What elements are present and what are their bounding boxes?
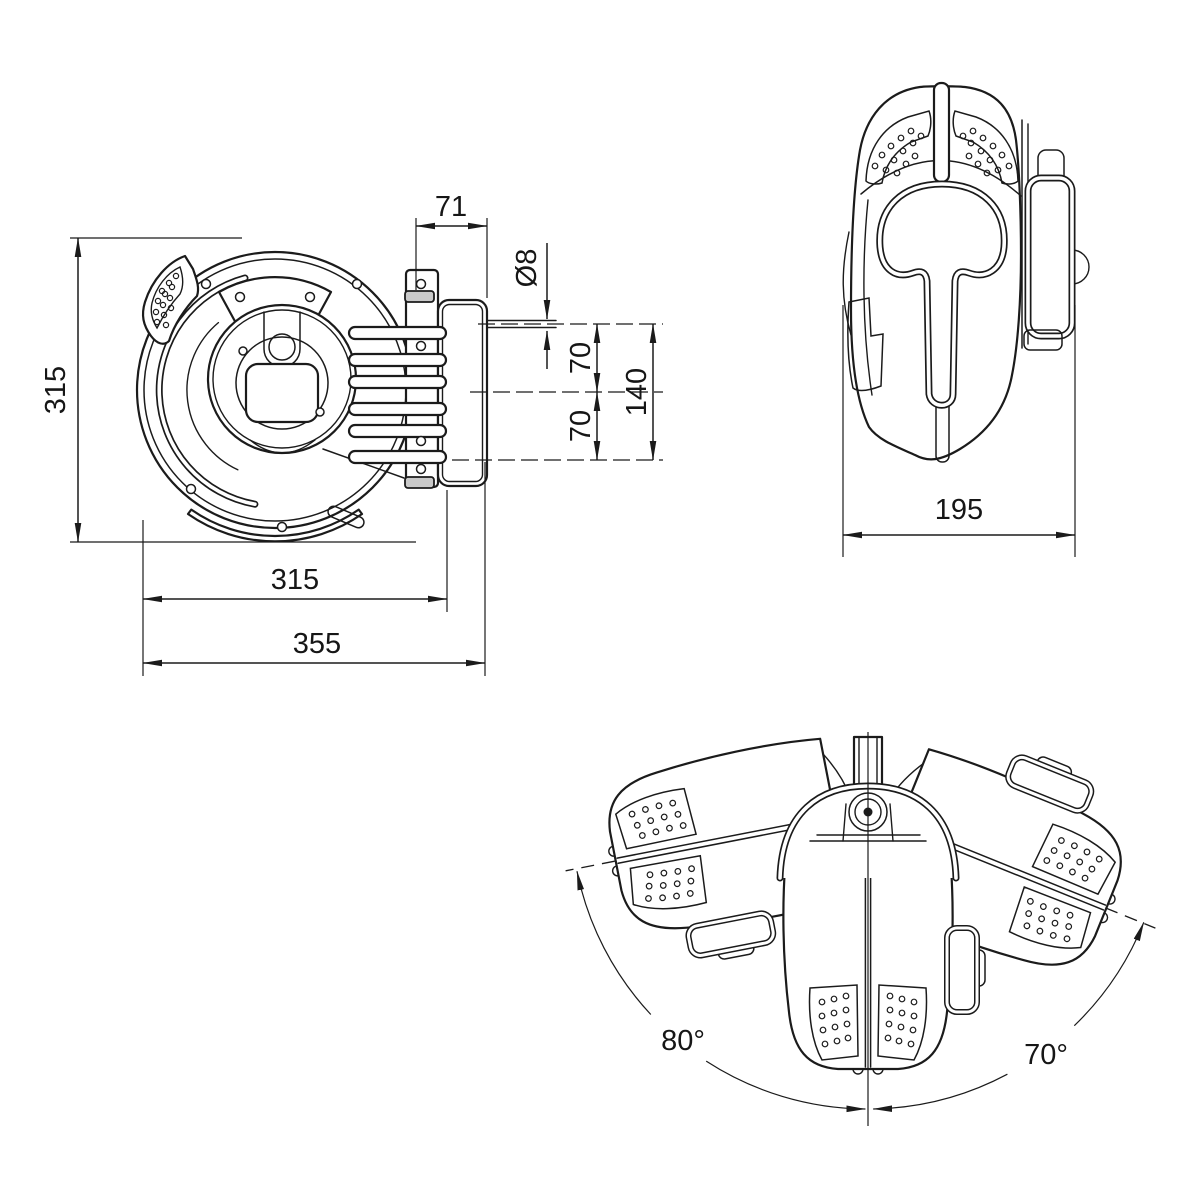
dim-label-body-width: 315 bbox=[271, 564, 319, 596]
swivel-view: 80° 70° bbox=[565, 708, 1156, 1126]
bracket-top-cap bbox=[404, 290, 435, 303]
dim-label-pitch-lower: 70 bbox=[565, 410, 597, 442]
dim-label-pitch-total: 140 bbox=[621, 368, 653, 416]
bottom-lip bbox=[186, 508, 364, 543]
hose-slot bbox=[327, 505, 365, 529]
swing-dimensions: 80° 70° bbox=[576, 870, 1145, 1113]
hub bbox=[206, 303, 358, 455]
vent-dots-right bbox=[959, 127, 1013, 177]
dim-label-overall-width: 355 bbox=[293, 628, 341, 660]
front-view: 315 71 Ø8 70 70 140 315 355 bbox=[40, 191, 663, 676]
vent-dots-left bbox=[871, 127, 925, 177]
wall-bracket bbox=[1024, 174, 1076, 340]
reel-disc bbox=[135, 250, 415, 543]
side-view: 195 bbox=[842, 81, 1090, 557]
vent-panel-right bbox=[952, 110, 1019, 185]
dim-label-pitch-upper: 70 bbox=[565, 342, 597, 374]
dim-label-height: 315 bbox=[40, 366, 72, 414]
seam-stem-top bbox=[932, 81, 951, 184]
guide-rollers bbox=[347, 325, 448, 465]
vent-panel-left bbox=[865, 110, 932, 185]
side-dimensions: 195 bbox=[842, 305, 1076, 557]
dim-label-swing-left: 80° bbox=[661, 1025, 705, 1057]
left-flap bbox=[847, 297, 884, 392]
dim-label-swing-right: 70° bbox=[1024, 1039, 1068, 1071]
dim-label-outlet-width: 71 bbox=[435, 191, 467, 223]
wedge-dots bbox=[152, 272, 180, 329]
mount-wedge bbox=[141, 254, 200, 345]
dim-label-hose-diameter: Ø8 bbox=[511, 249, 543, 288]
bracket-bottom-cap bbox=[404, 476, 435, 489]
outlet-bracket bbox=[347, 268, 557, 489]
dim-label-depth: 195 bbox=[935, 494, 983, 526]
front-dimensions: 315 71 Ø8 70 70 140 315 355 bbox=[40, 191, 663, 676]
